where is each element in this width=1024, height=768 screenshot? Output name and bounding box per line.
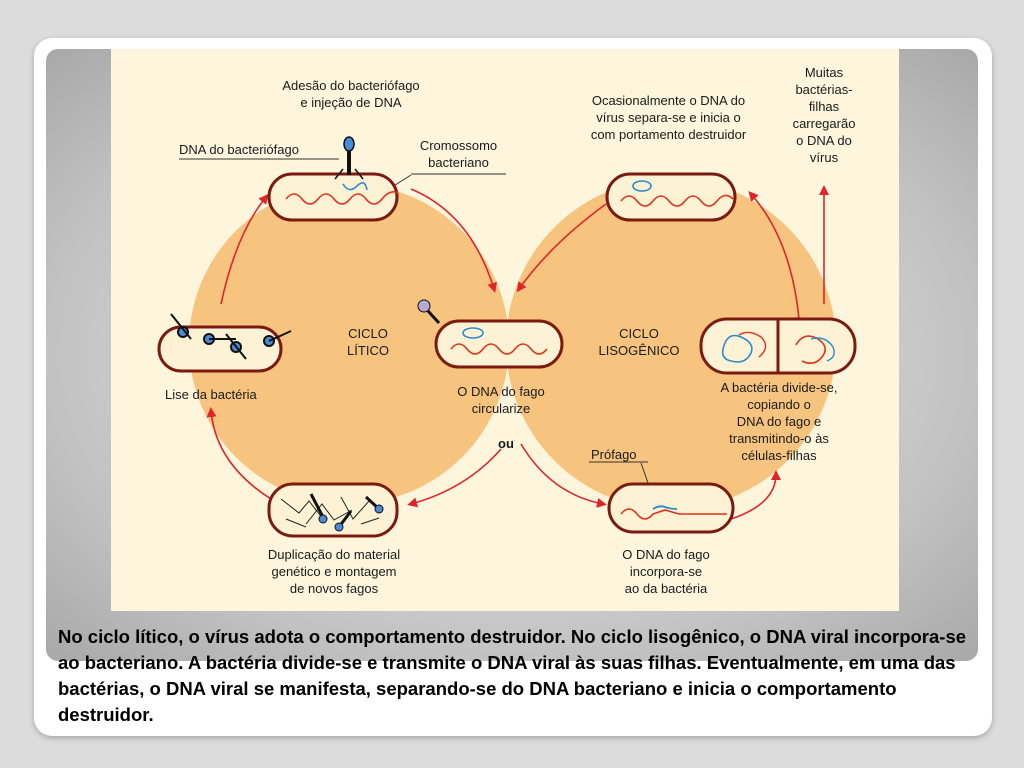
lytic-arrow-left-up — [220, 193, 269, 305]
diagram-graphics — [157, 136, 857, 538]
many-bacteria-label: Muitas bactérias- filhas carregarão o DN… — [792, 65, 856, 165]
lysogenic-arrow-bottom-right — [730, 470, 781, 520]
circularize-label: O DNA do fago circularize — [457, 384, 545, 416]
lysogenic-cycle-label: CICLO LISOGÊNICO — [598, 326, 680, 358]
lytic-cycle-disc — [189, 184, 509, 504]
lytic-cycle-label: CICLO LÍTICO — [347, 326, 389, 358]
lysis-cell — [157, 313, 292, 373]
phage-cycle-diagram: Adesão do bacteriófago e injeção de DNA … — [111, 49, 899, 611]
lytic-arrow-bottom-left — [206, 407, 272, 500]
occasional-label: Ocasionalmente o DNA do vírus separa-se … — [590, 93, 747, 142]
chromosome-label: Cromossomo bacteriano — [419, 138, 498, 170]
lysogenic-cycle-disc — [506, 179, 836, 509]
prophage-cell — [607, 482, 735, 534]
adhesion-cell — [267, 136, 399, 222]
adhesion-label: Adesão do bacteriófago e injeção de DNA — [282, 78, 420, 110]
dividing-cell — [699, 317, 857, 375]
lysis-label: Lise da bactéria — [165, 387, 257, 402]
separation-cell — [605, 172, 737, 222]
duplication-label: Duplicação do material genético e montag… — [267, 547, 401, 596]
lysogenic-arrow-bottom-left — [520, 443, 607, 508]
slide-caption: No ciclo lítico, o vírus adota o comport… — [58, 626, 967, 725]
incorporates-label: O DNA do fago incorpora-se ao da bactéri… — [622, 547, 710, 596]
lysogenic-arrow-top-left — [516, 203, 607, 293]
lytic-arrow-bottom-right — [407, 448, 502, 508]
circularize-cell — [417, 299, 564, 369]
prophage-label: Prófago — [591, 447, 637, 462]
lytic-arrow-top-right — [410, 188, 498, 293]
phage-dna-label: DNA do bacteriófago — [179, 142, 299, 157]
duplication-cell — [267, 482, 399, 538]
divides-label: A bactéria divide-se, copiando o DNA do … — [720, 380, 838, 463]
or-label: ou — [498, 436, 514, 451]
lysogenic-arrow-top-right — [748, 191, 800, 320]
